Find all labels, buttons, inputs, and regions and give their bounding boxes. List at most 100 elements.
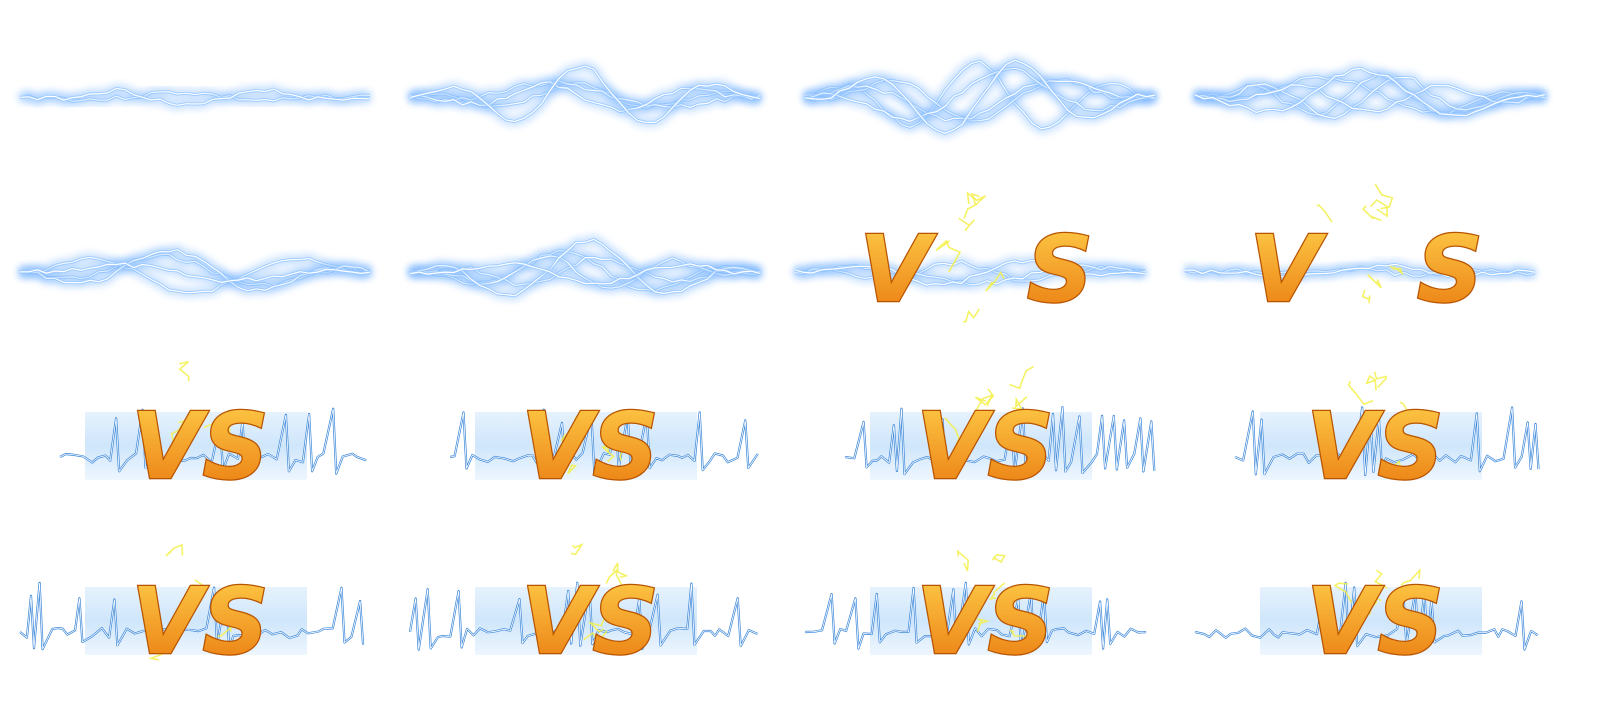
spark	[1333, 582, 1353, 604]
spark	[974, 388, 995, 406]
spark	[148, 644, 174, 661]
vs-logo: VS	[1306, 568, 1443, 675]
lightning-strands	[408, 61, 762, 127]
spark	[1329, 627, 1350, 643]
spark	[217, 621, 232, 637]
pulse-band	[475, 412, 697, 480]
spark-cluster	[560, 416, 626, 475]
lightning-core	[804, 67, 1156, 122]
vs-logo: VS	[521, 568, 658, 675]
spark	[966, 191, 987, 206]
pulse-highlight	[1194, 582, 1538, 650]
spark	[215, 419, 231, 437]
spark	[976, 618, 991, 632]
sprite-frame: VS	[10, 535, 400, 705]
vs-letter-s: S	[1417, 216, 1483, 323]
spark	[188, 583, 204, 599]
spark	[203, 422, 221, 443]
lightning-core	[409, 238, 761, 297]
spark	[1387, 460, 1413, 473]
lightning-core	[409, 262, 761, 285]
lightning-core	[1194, 67, 1546, 117]
lightning-strands	[19, 244, 373, 298]
spark	[956, 549, 970, 572]
spark	[1389, 265, 1404, 276]
spark	[178, 360, 190, 382]
spark	[963, 192, 980, 219]
spark	[583, 630, 608, 643]
spark	[1009, 365, 1034, 390]
spark	[988, 582, 1006, 601]
lightning-core	[804, 59, 1156, 134]
lightning-strands	[803, 55, 1158, 139]
sprite-frame	[10, 10, 400, 180]
spark	[560, 416, 582, 442]
sprite-frame: VS	[400, 535, 790, 705]
frame-canvas: VS	[1194, 567, 1539, 676]
spark	[1367, 273, 1382, 289]
spark	[600, 445, 615, 463]
spark-cluster	[148, 543, 232, 661]
spark	[945, 240, 962, 273]
spark	[1365, 374, 1377, 391]
spark-cluster	[170, 360, 231, 452]
vs-logo: VS	[916, 568, 1053, 675]
spark	[1361, 205, 1382, 222]
spark	[963, 308, 981, 323]
spark	[587, 619, 605, 633]
frame-canvas	[18, 83, 371, 111]
spark-cluster	[944, 365, 1034, 446]
spark	[170, 419, 187, 444]
spark	[612, 562, 629, 579]
pulse-highlight	[409, 582, 758, 650]
lightning-core	[1194, 84, 1546, 113]
sprite-frame: VS	[10, 360, 400, 530]
spark	[1400, 568, 1421, 586]
lightning-core	[409, 65, 761, 123]
vs-logo: VS	[521, 393, 658, 500]
spark-cluster	[1329, 568, 1421, 643]
vs-letter-v: V	[1249, 216, 1327, 323]
lightning-core	[804, 80, 1156, 122]
sprite-frame: VS	[1185, 535, 1575, 705]
pulse-highlight	[844, 407, 1155, 476]
lightning-core	[19, 87, 371, 107]
frame-canvas	[408, 234, 762, 301]
vs-logo: VS	[1306, 393, 1443, 500]
vs-logo: VS	[131, 393, 268, 500]
spark	[991, 553, 1006, 564]
spark	[1009, 629, 1033, 639]
spark	[958, 217, 976, 232]
lightning-strands	[1193, 63, 1547, 124]
spark	[605, 568, 623, 586]
frame-canvas	[803, 55, 1158, 139]
frame-canvas: VS	[408, 542, 759, 676]
spark	[218, 436, 229, 452]
pulse-highlight	[19, 582, 364, 650]
sprite-frame: VS	[795, 535, 1185, 705]
spark	[1316, 203, 1333, 223]
frame-canvas	[1193, 63, 1547, 124]
spark	[1368, 595, 1382, 616]
spark	[1361, 289, 1371, 304]
lightning-core	[19, 256, 371, 294]
lightning-core	[1185, 263, 1536, 279]
spark-cluster	[935, 191, 1005, 323]
pulse-highlight	[1234, 407, 1539, 476]
spark	[192, 579, 207, 599]
sprite-frame: VS	[1185, 360, 1575, 530]
spark	[1347, 380, 1374, 406]
spark	[985, 270, 1005, 292]
sprite-frame	[400, 185, 790, 355]
frame-canvas: VS	[449, 392, 759, 501]
sprite-frame	[10, 185, 400, 355]
pulse-band	[1260, 587, 1482, 655]
pulse-highlight	[804, 582, 1147, 650]
frame-canvas	[19, 244, 373, 298]
sprite-frame: VS	[795, 360, 1185, 530]
lightning-strands	[18, 83, 371, 111]
spark	[165, 543, 184, 557]
